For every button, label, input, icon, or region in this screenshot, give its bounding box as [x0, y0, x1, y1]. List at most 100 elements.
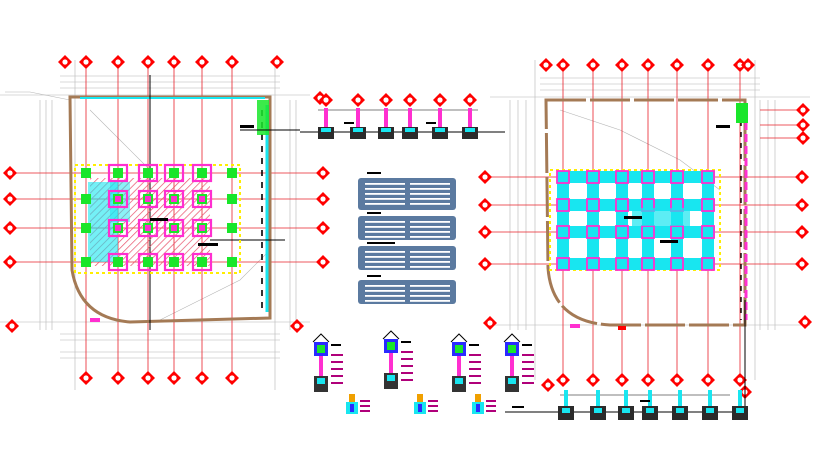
column-cap	[641, 257, 655, 271]
axis-bubble	[433, 93, 447, 107]
axis-bubble	[541, 378, 555, 392]
axis-bubble	[795, 225, 809, 239]
pile-cap	[462, 108, 478, 139]
bottom-section-detail	[505, 300, 748, 420]
axis-bubble	[319, 93, 333, 107]
section-detail	[450, 333, 481, 392]
axis-bubble	[403, 93, 417, 107]
column	[143, 168, 153, 178]
axis-bubble	[141, 55, 155, 69]
column	[81, 223, 91, 233]
axis-bubble	[167, 55, 181, 69]
axis-bubble	[798, 315, 812, 329]
axis-bubble	[641, 373, 655, 387]
axis-bubble	[478, 257, 492, 271]
axis-bubble	[670, 373, 684, 387]
axis-bubble	[111, 371, 125, 385]
axis-bubble	[478, 225, 492, 239]
pile-cap	[590, 390, 606, 420]
pile-cap	[618, 390, 634, 420]
axis-bubble	[79, 55, 93, 69]
note-panels	[358, 172, 456, 304]
beam-horizontal	[557, 226, 715, 238]
footing-pad	[107, 189, 129, 209]
axis-bubble	[58, 55, 72, 69]
axis-bubble	[556, 58, 570, 72]
left-footing-boundary	[74, 164, 241, 274]
column	[81, 194, 91, 204]
small-detail	[414, 394, 438, 414]
column-cap	[701, 257, 715, 271]
column	[197, 257, 207, 267]
right-boundary-wall	[544, 98, 747, 327]
column-cap	[556, 225, 570, 239]
axis-bubble	[701, 373, 715, 387]
axis-bubble	[796, 131, 810, 145]
left-columns	[81, 168, 237, 267]
section-detail	[312, 333, 343, 392]
column-cap	[615, 257, 629, 271]
beam-horizontal	[557, 258, 715, 270]
axis-bubble	[556, 373, 570, 387]
footing-pad	[163, 218, 185, 238]
column	[197, 168, 207, 178]
small-detail	[472, 394, 496, 414]
axis-bubble	[795, 198, 809, 212]
column	[227, 223, 237, 233]
column-cap	[701, 170, 715, 184]
axis-bubble	[167, 371, 181, 385]
footing-pad	[163, 163, 185, 183]
small-detail	[346, 394, 370, 414]
footing-pad	[191, 189, 213, 209]
axis-bubble	[483, 316, 497, 330]
axis-bubble	[641, 58, 655, 72]
footing-pad	[191, 218, 213, 238]
footing-pad	[191, 163, 213, 183]
axis-bubble	[3, 166, 17, 180]
right-axis-bubbles	[478, 58, 812, 399]
right-beam-grid	[556, 170, 715, 271]
footing-pad	[191, 252, 213, 272]
axis-bubble	[796, 118, 810, 132]
beam-vertical	[702, 172, 714, 269]
axis-bubble	[270, 55, 284, 69]
footing-pad	[163, 189, 185, 209]
note-panel-1	[358, 178, 456, 210]
column-cap	[615, 225, 629, 239]
column	[81, 168, 91, 178]
pile-cap	[350, 108, 366, 139]
axis-bubble	[615, 373, 629, 387]
axis-bubble	[478, 170, 492, 184]
axis-bubble	[795, 170, 809, 184]
column-cap	[556, 170, 570, 184]
column-cap	[615, 198, 629, 212]
axis-bubble	[670, 58, 684, 72]
left-footings	[107, 163, 213, 272]
axis-bubble	[316, 166, 330, 180]
top-section-detail	[300, 93, 505, 139]
axis-bubble	[79, 371, 93, 385]
axis-bubble	[316, 192, 330, 206]
axis-bubble	[141, 371, 155, 385]
footing-pad	[137, 189, 159, 209]
left-boundary-wall	[68, 95, 272, 324]
axis-bubble	[290, 319, 304, 333]
axis-bubble	[195, 371, 209, 385]
footing-pad	[107, 163, 129, 183]
column-cap	[586, 225, 600, 239]
pile-cap	[672, 390, 688, 420]
column	[113, 257, 123, 267]
left-axis-bubbles	[3, 55, 330, 385]
axis-bubble	[795, 257, 809, 271]
column	[81, 257, 91, 267]
footing-pad	[163, 252, 185, 272]
beam-vertical	[616, 172, 628, 269]
axis-bubble	[351, 93, 365, 107]
axis-bubble	[741, 58, 755, 72]
axis-bubble	[586, 58, 600, 72]
axis-bubble	[586, 373, 600, 387]
footing-pad	[107, 252, 129, 272]
footing-pad	[137, 252, 159, 272]
column-cap	[586, 170, 600, 184]
